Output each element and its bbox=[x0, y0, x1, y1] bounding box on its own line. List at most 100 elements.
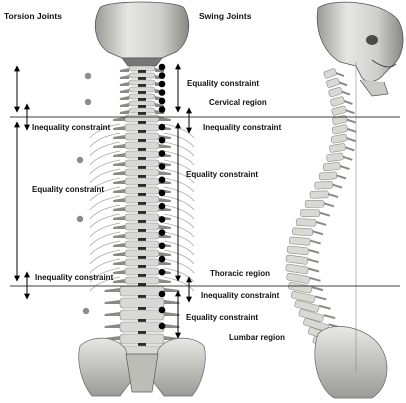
right-mid-inequality-label: Inequality constraint bbox=[201, 292, 279, 300]
transverse-process-left bbox=[120, 82, 129, 86]
vertebra-body bbox=[125, 223, 159, 230]
cervical-equality-label: Equality constraint bbox=[187, 80, 259, 88]
rib-right bbox=[164, 178, 194, 192]
transverse-process-left bbox=[113, 189, 125, 193]
side-vertebra bbox=[323, 162, 340, 171]
vertebra-body bbox=[125, 133, 159, 140]
intervertebral-disc bbox=[138, 112, 146, 115]
intervertebral-disc bbox=[138, 319, 146, 322]
vertebra-body bbox=[125, 214, 159, 221]
rib-right bbox=[164, 241, 194, 255]
transverse-process-left bbox=[113, 207, 125, 211]
swing-joints-header: Swing Joints bbox=[199, 12, 251, 21]
transverse-process-right bbox=[159, 171, 171, 175]
intervertebral-disc bbox=[138, 77, 146, 80]
torsion-joint-dot bbox=[77, 157, 83, 163]
side-vertebra bbox=[285, 264, 308, 274]
rib-left bbox=[90, 214, 120, 228]
intervertebral-disc bbox=[138, 139, 146, 142]
right-constraint-arrows bbox=[178, 64, 189, 338]
torsion-joint-dot bbox=[77, 216, 83, 222]
rib-right bbox=[164, 187, 194, 201]
transverse-process-left bbox=[113, 117, 125, 121]
side-vertebra bbox=[331, 134, 347, 144]
transverse-process-left bbox=[120, 89, 129, 93]
vertebra-body bbox=[120, 286, 164, 296]
side-vertebra bbox=[326, 153, 343, 162]
spinous-process bbox=[339, 82, 347, 85]
vertebra-body bbox=[125, 187, 159, 194]
intervertebral-disc bbox=[138, 265, 146, 268]
side-vertebra bbox=[300, 210, 319, 217]
swing-joint-dot bbox=[159, 124, 166, 131]
side-vertebra bbox=[296, 219, 316, 227]
transverse-process-left bbox=[113, 261, 125, 265]
intervertebral-disc bbox=[138, 256, 146, 259]
rib-right bbox=[164, 250, 194, 264]
swing-joint-dot bbox=[159, 89, 166, 96]
transverse-process-right bbox=[159, 279, 171, 283]
spinous-process bbox=[319, 306, 330, 309]
left-mid-inequality-label: Inequality constraint bbox=[35, 274, 113, 282]
side-vertebra bbox=[305, 200, 324, 207]
rib-left bbox=[90, 259, 120, 273]
vertebra-body bbox=[125, 115, 159, 122]
rib-left bbox=[90, 133, 120, 147]
vertebra-body bbox=[125, 268, 159, 275]
intervertebral-disc bbox=[138, 238, 146, 241]
vertebra-body bbox=[120, 334, 164, 344]
transverse-process-right bbox=[164, 324, 179, 328]
intervertebral-disc bbox=[138, 121, 146, 124]
transverse-process-left bbox=[105, 324, 120, 328]
spinous-process bbox=[328, 194, 338, 197]
transverse-process-left bbox=[113, 180, 125, 184]
vertebra-body bbox=[120, 298, 164, 308]
rib-right bbox=[164, 142, 194, 156]
swing-joint-dot bbox=[159, 203, 166, 210]
vertebra-body bbox=[125, 151, 159, 158]
swing-joint-dot bbox=[159, 64, 166, 71]
vertebra-body bbox=[120, 322, 164, 332]
spinous-process bbox=[308, 269, 319, 272]
lumbar-equality-label: Equality constraint bbox=[186, 314, 258, 322]
thoracic-region-label: Thoracic region bbox=[210, 270, 270, 278]
rib-left bbox=[90, 142, 120, 156]
transverse-process-left bbox=[113, 135, 125, 139]
side-vertebra bbox=[330, 96, 345, 106]
lumbar-region-label: Lumbar region bbox=[229, 334, 285, 342]
transverse-process-left bbox=[113, 153, 125, 157]
spinous-process bbox=[308, 250, 319, 253]
transverse-process-left bbox=[120, 96, 129, 100]
intervertebral-disc bbox=[138, 157, 146, 160]
swing-joint-dot bbox=[159, 177, 166, 184]
transverse-process-left bbox=[113, 171, 125, 175]
rib-right bbox=[164, 214, 194, 228]
transverse-process-right bbox=[159, 198, 171, 202]
spinous-process bbox=[308, 259, 319, 262]
intervertebral-disc bbox=[138, 211, 146, 214]
side-vertebra bbox=[323, 68, 337, 79]
transverse-process-right bbox=[159, 144, 171, 148]
swing-joint-dot bbox=[159, 323, 166, 330]
side-spine bbox=[285, 68, 356, 351]
intervertebral-disc bbox=[138, 148, 146, 151]
intervertebral-disc bbox=[138, 295, 146, 298]
transverse-process-right bbox=[159, 252, 171, 256]
swing-joint-dot bbox=[159, 150, 166, 157]
spinous-process bbox=[336, 73, 344, 76]
vertebra-body bbox=[125, 160, 159, 167]
side-vertebra bbox=[289, 237, 310, 246]
spinous-process bbox=[320, 213, 330, 216]
rib-right bbox=[164, 205, 194, 219]
intervertebral-disc bbox=[138, 343, 146, 346]
intervertebral-disc bbox=[138, 193, 146, 196]
transverse-process-left bbox=[113, 198, 125, 202]
transverse-process-left bbox=[105, 288, 120, 292]
transverse-process-left bbox=[113, 234, 125, 238]
side-vertebra bbox=[287, 246, 309, 255]
transverse-process-right bbox=[159, 117, 171, 121]
front-skull bbox=[95, 2, 188, 66]
side-vertebra bbox=[326, 77, 340, 88]
side-vertebra bbox=[288, 282, 312, 294]
rib-right bbox=[164, 223, 194, 237]
